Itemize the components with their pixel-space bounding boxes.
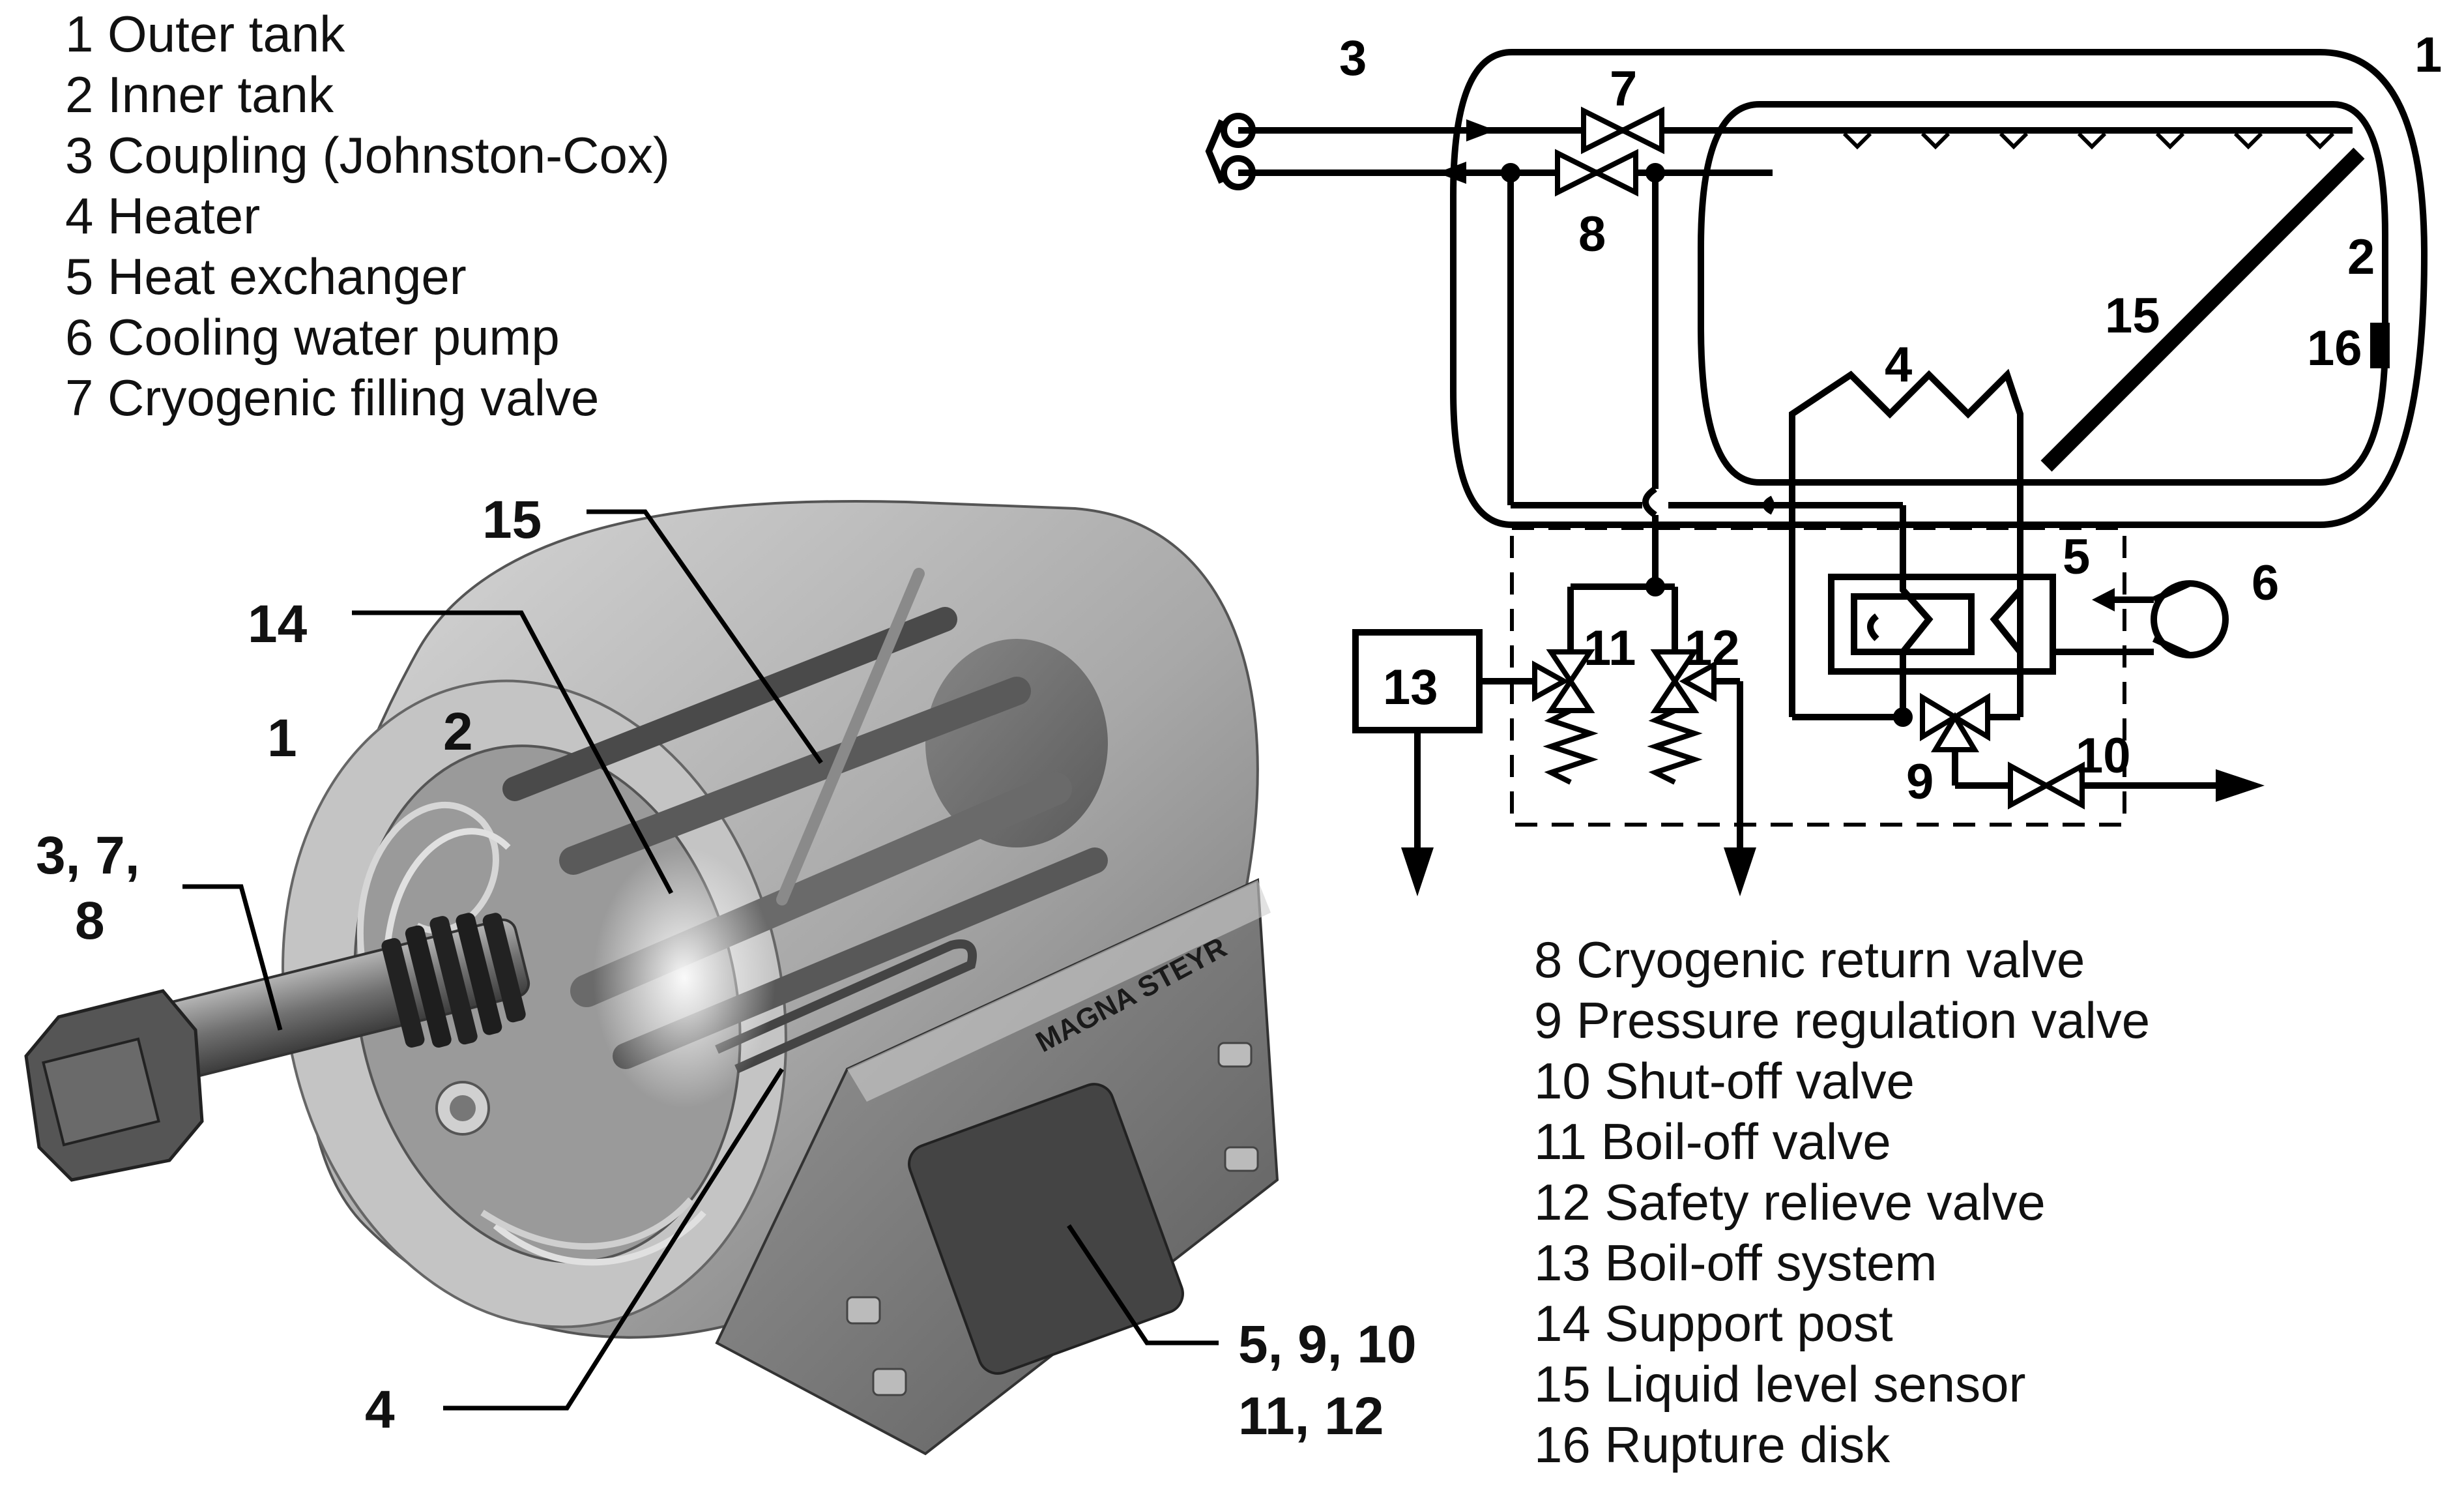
spray-nozzles (1842, 132, 2335, 150)
label-2: 2 (2347, 229, 2375, 285)
callout-4: 4 (365, 1380, 395, 1439)
legend-item: 13 Boil-off system (1534, 1234, 1937, 1291)
tank-schematic: 1 2 3 4 5 6 7 8 9 10 11 12 13 15 16 (1205, 27, 2442, 896)
legend-left: 1 Outer tank 2 Inner tank 3 Coupling (Jo… (65, 4, 670, 428)
bolt (846, 1042, 1259, 1396)
callout-leader (443, 1068, 784, 1411)
inner-tank-outline (1698, 101, 2388, 486)
callout-leader (182, 884, 283, 1031)
legend-item: 4 Heater (65, 187, 261, 244)
callout-leader (352, 610, 674, 894)
callout-15: 15 (482, 490, 542, 550)
legend-item: 11 Boil-off valve (1534, 1113, 1891, 1170)
bellows (381, 913, 526, 1048)
valve-10 (2008, 761, 2085, 810)
label-16: 16 (2307, 321, 2362, 376)
heat-exchanger (1828, 574, 2056, 675)
legend-item: 9 Pressure regulation valve (1534, 992, 2151, 1049)
coupling-port (1221, 113, 1256, 148)
valve-7 (1581, 106, 1664, 154)
label-6: 6 (2252, 555, 2279, 611)
valve-box-boundary (1510, 526, 2126, 827)
legend-item: 12 Safety relieve valve (1534, 1173, 2046, 1231)
callout-leader (1067, 1224, 1219, 1346)
legend-item: 14 Support post (1534, 1295, 1893, 1352)
outer-tank-outline (1450, 49, 2428, 528)
support-rod (559, 677, 1031, 875)
legend-item: 2 Inner tank (65, 66, 334, 123)
label-1: 1 (2414, 27, 2442, 83)
legend-item: 6 Cooling water pump (65, 308, 560, 366)
label-11: 11 (1584, 621, 1636, 676)
legend-item: 7 Cryogenic filling valve (65, 369, 600, 426)
heater-element (1789, 368, 2023, 717)
valve-11 (1532, 649, 1595, 713)
coupling-port (1221, 155, 1256, 190)
label-9: 9 (1906, 754, 1934, 810)
heater-loop (715, 939, 977, 1074)
support-rod (502, 607, 957, 801)
valve-8 (1555, 149, 1638, 197)
legend-item: 8 Cryogenic return valve (1534, 931, 2085, 988)
label-5: 5 (2063, 529, 2090, 585)
label-10: 10 (2076, 728, 2131, 784)
callout-8: 8 (75, 891, 105, 950)
level-sensor-rod (776, 568, 925, 905)
legend-item: 16 Rupture disk (1534, 1416, 1891, 1473)
label-4: 4 (1885, 337, 1912, 392)
callout-1: 1 (267, 709, 297, 768)
label-7: 7 (1610, 61, 1637, 117)
callout-14: 14 (248, 595, 308, 654)
rupture-disk (2370, 323, 2390, 368)
coil-pipes (480, 1197, 693, 1250)
label-15: 15 (2105, 288, 2160, 344)
valve-9 (1920, 692, 1990, 752)
legend-item: 1 Outer tank (65, 5, 345, 63)
valve-box-panel (908, 1083, 1184, 1375)
callout-11-12: 11, 12 (1238, 1387, 1384, 1446)
label-3: 3 (1339, 31, 1367, 86)
level-sensor (2040, 147, 2365, 472)
label-8: 8 (1578, 207, 1606, 262)
legend-right: 8 Cryogenic return valve 9 Pressure regu… (1534, 930, 2150, 1475)
label-12: 12 (1685, 621, 1740, 676)
label-13: 13 (1383, 660, 1438, 715)
callout-2: 2 (443, 702, 473, 761)
callout-3-7: 3, 7, (36, 826, 140, 885)
legend-item: 5 Heat exchanger (65, 248, 467, 305)
callout-leader (587, 509, 823, 765)
legend-item: 10 Shut-off valve (1534, 1052, 1915, 1110)
tank-illustration: MAGNA STEYR 15 14 1 2 3, 7, 8 4 5, 9, 10… (24, 490, 1417, 1456)
callout-5-9-10: 5, 9, 10 (1238, 1315, 1417, 1374)
legend-item: 15 Liquid level sensor (1534, 1355, 2026, 1413)
coil-pipes (493, 1210, 706, 1266)
legend-item: 3 Coupling (Johnston-Cox) (65, 126, 670, 184)
